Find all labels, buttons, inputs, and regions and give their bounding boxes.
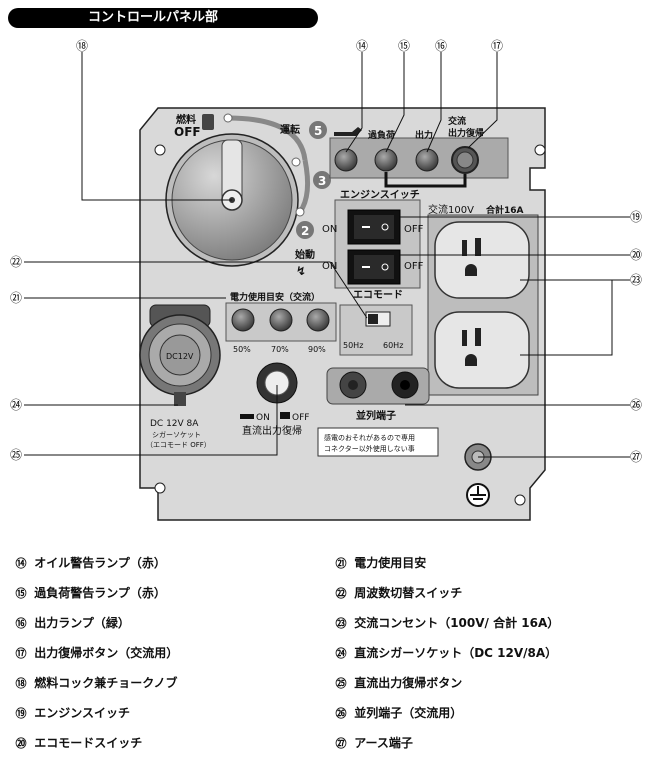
mount-hole xyxy=(154,144,166,156)
legend-item: ⑰ 出力復帰ボタン（交流用） xyxy=(15,646,179,660)
control-panel-diagram: 燃料 OFF 運転 5 2 3 始動 ↯ 過負荷 出力 交流 出力復帰 エンジン… xyxy=(10,39,642,521)
dc-label-3: （エコモード OFF） xyxy=(146,441,211,449)
legend-item: ⑱ 燃料コック兼チョークノブ xyxy=(15,676,178,690)
hz-50: 50Hz xyxy=(343,341,363,350)
callout-14: ⑭ xyxy=(356,39,368,53)
callout-16: ⑯ xyxy=(435,39,447,53)
legend-item: ⑳ エコモードスイッチ xyxy=(15,736,143,750)
dc-label-1: DC 12V 8A xyxy=(150,419,199,429)
callout-21: ㉑ xyxy=(10,291,22,305)
legend-item: ㉕ 直流出力復帰ボタン xyxy=(335,676,463,690)
callout-18: ⑱ xyxy=(76,39,88,53)
callout-20: ⑳ xyxy=(630,248,642,262)
meter-title: 電力使用目安（交流） xyxy=(230,291,320,303)
legend-item: ㉔ 直流シガーソケット（DC 12V/8A） xyxy=(335,646,558,660)
pct-70: 70% xyxy=(271,345,289,354)
ac-reset-label-2: 出力復帰 xyxy=(448,127,484,139)
fuel-label: 燃料 xyxy=(176,113,196,126)
start-arrow: ↯ xyxy=(296,264,306,278)
pct-90: 90% xyxy=(308,345,326,354)
leader-lines xyxy=(24,52,630,458)
warning-line-2: コネクター以外使用しない事 xyxy=(324,444,415,453)
eco-mode-label: エコモード xyxy=(353,289,403,301)
step2-label: 2 xyxy=(301,224,309,238)
legend-item: ⑮ 過負荷警告ランプ（赤） xyxy=(15,586,166,600)
oil-warning-lamp xyxy=(334,148,358,172)
eco-on-label: ON xyxy=(322,261,337,272)
engine-on-label: ON xyxy=(322,224,337,235)
meter-lamp-50 xyxy=(231,308,255,332)
legend-item: ⑯ 出力ランプ（緑） xyxy=(15,616,130,630)
pct-50: 50% xyxy=(233,345,251,354)
warning-line-1: 感電のおそれがあるので専用 xyxy=(324,433,415,442)
dc-label-2: シガーソケット xyxy=(152,430,201,439)
eco-off-label: OFF xyxy=(404,261,424,272)
callout-17: ⑰ xyxy=(491,39,503,53)
section-title: コントロールパネル部 xyxy=(8,8,318,28)
engine-switch-label: エンジンスイッチ xyxy=(340,189,420,201)
ac-outlet xyxy=(434,311,530,389)
callout-25: ㉕ xyxy=(10,448,22,462)
legend-item: ㉓ 交流コンセント（100V/ 合計 16A） xyxy=(335,616,560,630)
ac-outlet xyxy=(434,221,530,299)
overload-lamp xyxy=(374,148,398,172)
fuel-pump-icon xyxy=(202,114,214,130)
legend-item: ㉗ アース端子 xyxy=(335,736,413,750)
parallel-label: 並列端子 xyxy=(356,409,396,422)
legend-item: ⑲ エンジンスイッチ xyxy=(15,706,130,720)
dc-on-label: ON xyxy=(256,413,270,423)
overload-label: 過負荷 xyxy=(367,129,395,141)
ac-rating-label: 交流100V xyxy=(428,203,474,216)
total-label: 合計16A xyxy=(486,204,524,216)
mount-hole xyxy=(534,144,546,156)
callout-19: ⑲ xyxy=(630,210,642,224)
step5-label: 5 xyxy=(314,124,322,138)
callout-15: ⑮ xyxy=(398,39,410,53)
dc-reset-label: 直流出力復帰 xyxy=(242,424,302,437)
callout-26: ㉖ xyxy=(630,398,642,412)
output-lamp xyxy=(415,148,439,172)
legend-item: ㉒ 周波数切替スイッチ xyxy=(335,586,463,600)
legend-item: ㉖ 並列端子（交流用） xyxy=(335,706,463,720)
oil-can-icon xyxy=(334,127,362,136)
meter-lamp-70 xyxy=(269,308,293,332)
hz-60: 60Hz xyxy=(383,341,403,350)
mount-hole xyxy=(514,494,526,506)
callout-27: ㉗ xyxy=(630,450,642,464)
run-label: 運転 xyxy=(280,123,300,136)
engine-off-label: OFF xyxy=(404,224,424,235)
dc12v-label: DC12V xyxy=(166,352,194,361)
callout-24: ㉔ xyxy=(10,398,22,412)
callout-22: ㉒ xyxy=(10,255,22,269)
dc-off-label: OFF xyxy=(292,413,309,423)
start-label: 始動 xyxy=(295,248,315,261)
meter-lamp-90 xyxy=(306,308,330,332)
legend-item: ⑭ オイル警告ランプ（赤） xyxy=(15,556,166,570)
legend-item: ㉑ 電力使用目安 xyxy=(335,556,427,570)
ac-reset-label-1: 交流 xyxy=(448,115,466,127)
callout-23: ㉓ xyxy=(630,273,642,287)
fuel-off-label: OFF xyxy=(174,125,201,139)
mount-hole xyxy=(154,482,166,494)
output-label: 出力 xyxy=(415,129,433,141)
step3-label: 3 xyxy=(318,174,326,188)
